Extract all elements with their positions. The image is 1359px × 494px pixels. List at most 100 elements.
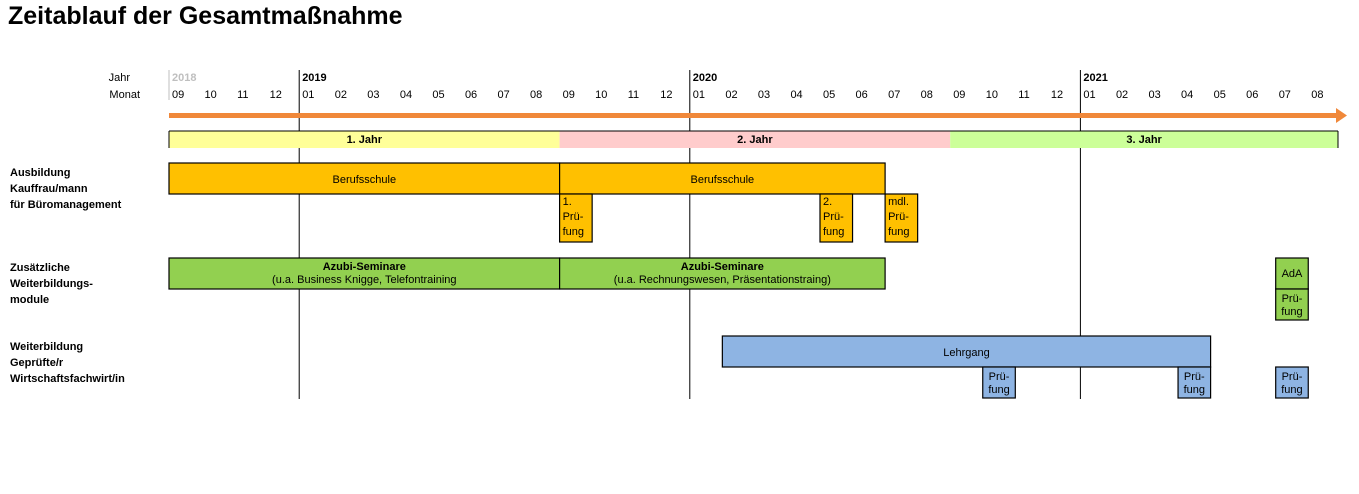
row-label: für Büromanagement (10, 199, 122, 211)
month-tick-label: 05 (1214, 89, 1226, 101)
page-title: Zeitablauf der Gesamtmaßnahme (8, 2, 403, 30)
exam-label: Prü- (1184, 371, 1205, 383)
month-tick-label: 12 (660, 89, 672, 101)
phase-label: 1. Jahr (347, 134, 383, 146)
task-label: Berufsschule (333, 174, 397, 186)
phase-segment (559, 131, 951, 148)
row-label: Geprüfte/r (10, 357, 64, 369)
month-tick-label: 12 (270, 89, 282, 101)
exam-label: fung (1184, 384, 1205, 396)
month-tick-label: 04 (400, 89, 412, 101)
exam-label: fung (888, 226, 909, 238)
exam-box (1275, 366, 1309, 399)
row-label: Zusätzliche (10, 262, 70, 274)
month-tick-label: 09 (172, 89, 184, 101)
row-label: Kauffrau/mann (10, 183, 88, 195)
month-tick-label: 05 (432, 89, 444, 101)
exam-label: Prü- (1282, 293, 1303, 305)
month-tick-label: 07 (888, 89, 900, 101)
month-tick-label: 03 (1149, 89, 1161, 101)
task-bar (168, 162, 561, 195)
task-label: Berufsschule (691, 174, 755, 186)
exam-box (1275, 288, 1309, 321)
task-label: Azubi-Seminare (681, 261, 764, 273)
task-bars: Berufsschule Berufsschule 1. Prü-fung 2. Prü-… (168, 162, 1309, 399)
month-tick-label: 06 (1246, 89, 1258, 101)
month-tick-label: 09 (953, 89, 965, 101)
exam-label: Prü- (989, 371, 1010, 383)
exam-label: fung (1281, 384, 1302, 396)
exam-box (884, 193, 919, 243)
task-bar (558, 162, 886, 195)
month-tick-label: 11 (628, 89, 639, 101)
task-label: Lehrgang (943, 347, 990, 359)
year-label: 2018 (172, 72, 196, 84)
month-tick-label: 08 (921, 89, 933, 101)
month-tick-label: 10 (595, 89, 607, 101)
month-tick-label: 07 (1279, 89, 1291, 101)
task-bar (721, 335, 1212, 368)
exam-label: Prü- (563, 211, 584, 223)
year-header-label: Jahr (109, 72, 131, 84)
exam-label: Prü- (823, 211, 844, 223)
exam-label: mdl. (888, 196, 909, 208)
month-tick-label: 01 (693, 89, 705, 101)
exam-label: Prü- (888, 211, 909, 223)
phase-label: 2. Jahr (737, 134, 773, 146)
month-tick-label: 11 (237, 89, 248, 101)
exam-label: AdA (1282, 268, 1303, 280)
exam-label: fung (563, 226, 584, 238)
task-label: (u.a. Business Knigge, Telefontraining (272, 274, 456, 286)
month-tick-label: 12 (1051, 89, 1063, 101)
month-tick-label: 04 (790, 89, 802, 101)
timeline-arrow-head (1336, 108, 1347, 123)
exam-label: fung (823, 226, 844, 238)
month-tick-label: 06 (856, 89, 868, 101)
month-tick-label: 10 (205, 89, 217, 101)
month-tick-label: 03 (758, 89, 770, 101)
month-tick-label: 02 (1116, 89, 1128, 101)
month-tick-label: 11 (1018, 89, 1029, 101)
exam-box (558, 193, 593, 243)
row-label: Ausbildung (10, 167, 71, 179)
month-tick-label: 02 (335, 89, 347, 101)
task-label: (u.a. Rechnungswesen, Präsentationstrain… (614, 274, 831, 286)
exam-label: Prü- (1282, 371, 1303, 383)
year-label: 2021 (1083, 72, 1107, 84)
task-bar (168, 257, 561, 290)
month-tick-label: 01 (1083, 89, 1095, 101)
row-label: module (10, 294, 49, 306)
month-tick-label: 02 (725, 89, 737, 101)
task-label: Azubi-Seminare (323, 261, 406, 273)
month-tick-label: 08 (530, 89, 542, 101)
month-tick-label: 10 (986, 89, 998, 101)
exam-box (1177, 366, 1212, 399)
phase-segment (950, 131, 1338, 148)
month-tick-label: 09 (563, 89, 575, 101)
month-tick-label: 01 (302, 89, 314, 101)
phase-label: 3. Jahr (1126, 134, 1162, 146)
timeline-arrow (169, 113, 1340, 118)
row-label: Wirtschaftsfachwirt/in (10, 373, 125, 385)
phase-band: 1. Jahr 2. Jahr 3. Jahr (168, 130, 1339, 148)
month-tick-label: 05 (823, 89, 835, 101)
month-tick-label: 03 (367, 89, 379, 101)
task-bar (558, 257, 886, 290)
year-label: 2019 (302, 72, 326, 84)
month-tick-label: 06 (465, 89, 477, 101)
exam-box (1275, 257, 1309, 290)
exam-label: 1. (563, 196, 572, 208)
phase-segment (169, 131, 560, 148)
month-tick-label: 08 (1311, 89, 1323, 101)
exam-label: 2. (823, 196, 832, 208)
exam-box (819, 193, 854, 243)
month-header-label: Monat (109, 89, 140, 101)
month-tick-label: 04 (1181, 89, 1193, 101)
row-label: Weiterbildungs- (10, 278, 93, 290)
year-label: 2020 (693, 72, 717, 84)
exam-label: fung (988, 384, 1009, 396)
exam-box (982, 366, 1016, 399)
